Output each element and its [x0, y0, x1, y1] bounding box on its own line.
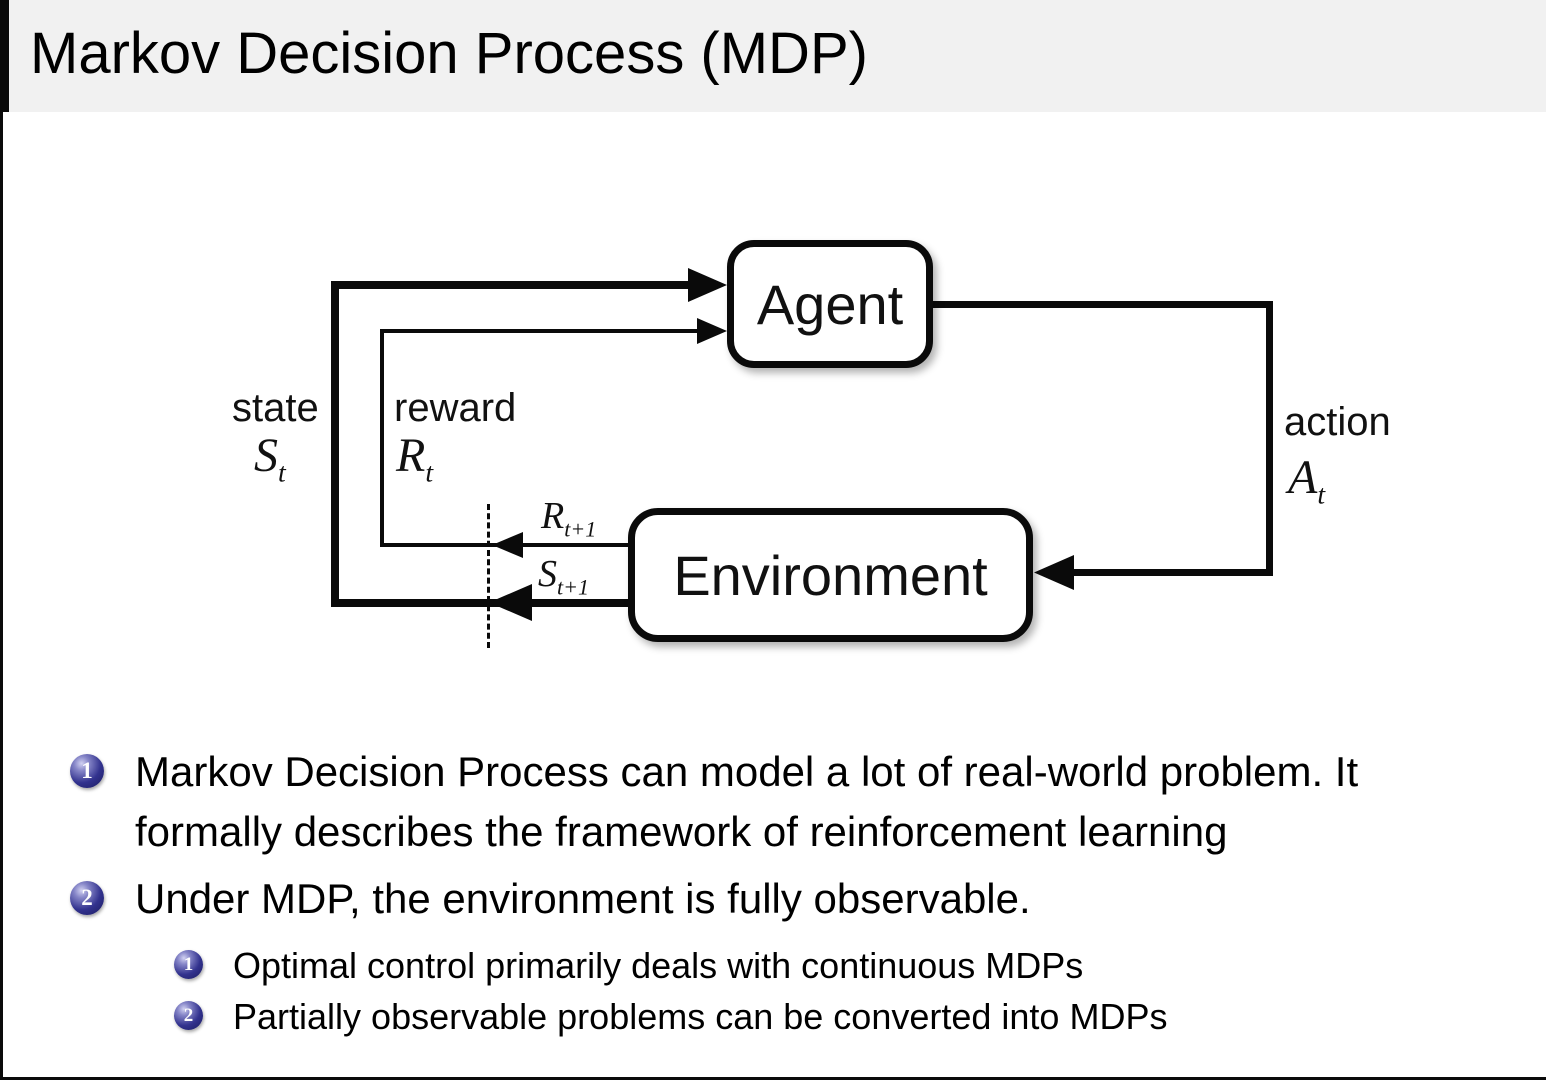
bullet-1-line-1: Markov Decision Process can model a lot … — [135, 748, 1359, 795]
agent-node: Agent — [727, 240, 933, 368]
sub-enumerate-ball-1-number: 1 — [183, 953, 194, 975]
slide-header-bar: Markov Decision Process (MDP) — [0, 0, 1546, 112]
state-to-agent-line — [331, 281, 692, 289]
action-to-environment-arrowhead-icon — [1034, 555, 1074, 590]
reward-to-agent-line — [380, 329, 700, 333]
page-left-border — [0, 112, 3, 1080]
sub-bullet-1-text: Optimal control primarily deals with con… — [233, 945, 1084, 986]
sub-enumerate-ball-2: 2 — [174, 1001, 203, 1030]
reward-loop-vertical-line — [380, 329, 384, 547]
enumerate-ball-1-number: 1 — [81, 758, 93, 783]
reward-word-label: reward — [394, 386, 517, 430]
agent-node-label: Agent — [756, 272, 904, 336]
state-next-symbol: St+1 — [538, 553, 590, 600]
state-symbol: St — [254, 429, 286, 489]
page-bottom-border — [0, 1077, 1546, 1080]
sub-enumerate-ball-2-number: 2 — [183, 1004, 194, 1026]
sub-enumerate-ball-1: 1 — [174, 950, 203, 979]
agent-action-top-line — [928, 301, 1273, 308]
enumerate-ball-2: 2 — [70, 881, 104, 915]
environment-node: Environment — [628, 508, 1033, 642]
action-vertical-line — [1266, 301, 1273, 576]
state-next-line — [333, 599, 628, 607]
bullet-2-line-1: Under MDP, the environment is fully obse… — [135, 875, 1031, 922]
header-left-accent-bar — [0, 0, 9, 112]
action-to-environment-line — [1072, 569, 1273, 576]
reward-to-agent-arrowhead-icon — [697, 318, 727, 344]
state-word-label: state — [232, 386, 319, 430]
bullet-1-line-2: formally describes the framework of rein… — [135, 808, 1228, 855]
environment-node-label: Environment — [673, 543, 988, 607]
reward-next-arrowhead-icon — [492, 532, 523, 558]
action-symbol: At — [1288, 451, 1326, 511]
action-word-label: action — [1284, 400, 1391, 444]
state-next-arrowhead-icon — [489, 584, 532, 621]
reward-symbol: Rt — [396, 429, 434, 489]
enumerate-ball-1: 1 — [70, 754, 104, 788]
time-boundary-dashed-line — [487, 504, 490, 648]
sub-bullet-2-text: Partially observable problems can be con… — [233, 996, 1168, 1037]
state-to-agent-arrowhead-icon — [688, 268, 727, 302]
enumerate-ball-2-number: 2 — [81, 885, 93, 910]
state-loop-vertical-line — [331, 281, 339, 607]
page-title: Markov Decision Process (MDP) — [30, 21, 868, 86]
reward-next-symbol: Rt+1 — [541, 495, 597, 542]
